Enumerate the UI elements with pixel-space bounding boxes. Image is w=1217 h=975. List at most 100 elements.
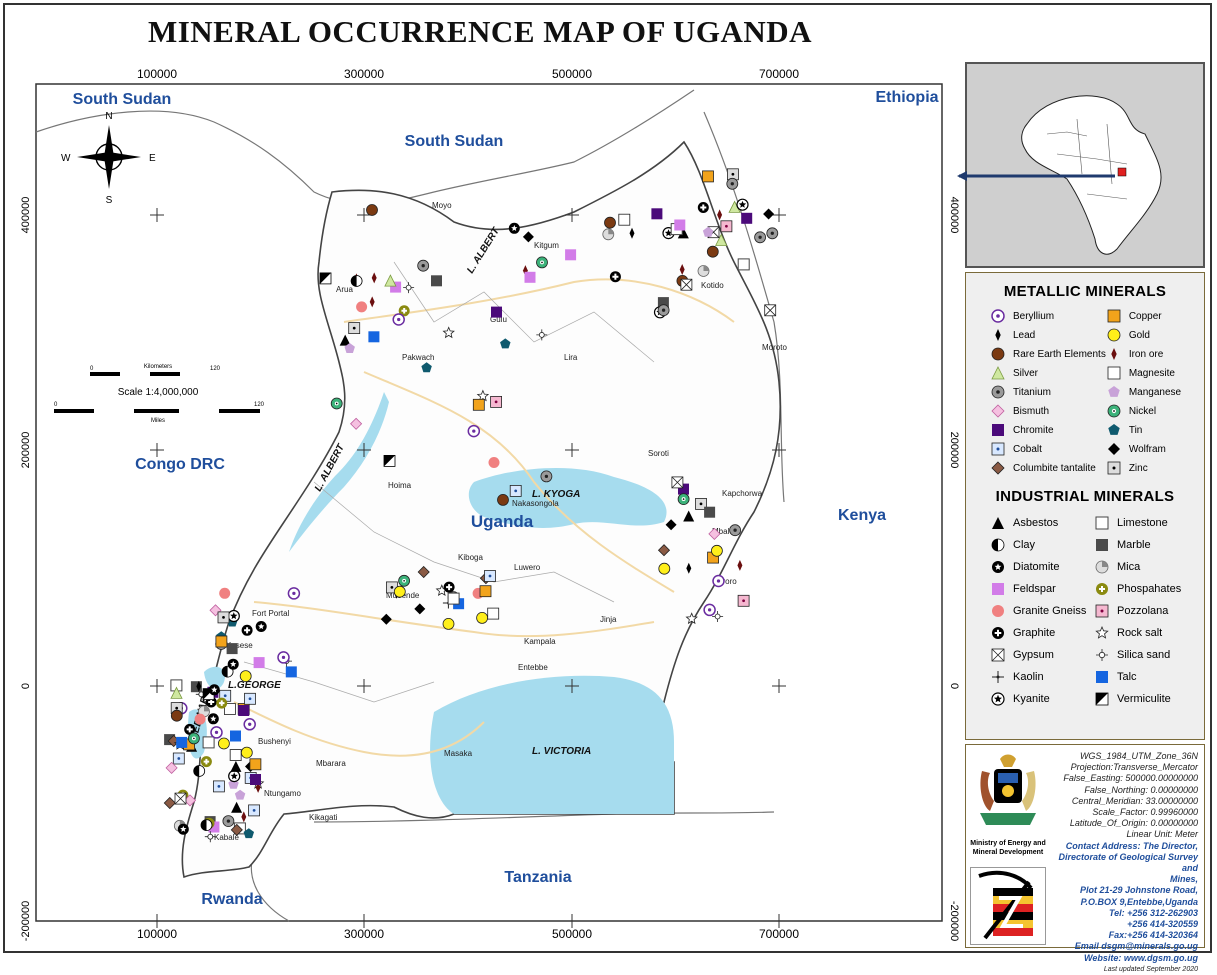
circle-yellow-icon xyxy=(711,544,723,557)
legend-item: Magnesite xyxy=(1106,365,1198,381)
legend-item: Nickel xyxy=(1106,403,1198,419)
legend-label: Bismuth xyxy=(1013,405,1050,417)
pentagon-lilac-icon xyxy=(234,789,246,800)
legend-label: Kyanite xyxy=(1013,692,1050,705)
legend-label: Cobalt xyxy=(1013,443,1042,455)
legend-item: Talc xyxy=(1094,667,1198,686)
legend-label: Phospahates xyxy=(1117,582,1182,595)
info-line: False_Northing: 0.00000000 xyxy=(1084,784,1198,795)
svg-text:Luwero: Luwero xyxy=(514,563,541,572)
circle-gray-dot-icon xyxy=(729,524,741,537)
square-dot-blue-icon xyxy=(509,484,522,497)
square-violet-icon xyxy=(674,219,686,231)
square-violet-icon xyxy=(253,657,265,669)
triangle-black-icon xyxy=(230,760,242,772)
circle-star-black-icon xyxy=(991,691,1005,706)
circle-green-dot-icon xyxy=(187,732,200,745)
contact-line: +256 414-320559 xyxy=(1127,919,1198,930)
square-diagonal-icon xyxy=(1095,692,1109,705)
circle-quarter-icon xyxy=(1095,560,1109,573)
svg-text:Lira: Lira xyxy=(564,353,578,362)
diamond-darkred-icon xyxy=(522,265,528,277)
square-darkgray-icon xyxy=(704,506,716,518)
diamond-brown-icon xyxy=(991,461,1005,475)
square-white-icon xyxy=(1107,366,1121,380)
svg-text:Fort Portal: Fort Portal xyxy=(252,609,290,618)
legend-item: Diatomite xyxy=(990,557,1094,576)
grid-label-right: 400000 xyxy=(948,197,960,234)
diamond-black-small-icon xyxy=(995,329,1001,341)
legend-label: Graphite xyxy=(1013,626,1056,639)
legend-item: Feldspar xyxy=(990,579,1094,598)
legend-item: Cobalt xyxy=(990,441,1106,457)
legend-item: Manganese xyxy=(1106,384,1198,400)
svg-text:Nakasongola: Nakasongola xyxy=(512,499,559,508)
info-panel: Ministry of Energy and Mineral Developme… xyxy=(965,744,1205,973)
contact-line: Plot 21-29 Johnstone Road, xyxy=(1079,885,1198,896)
legend-label: Tin xyxy=(1128,424,1143,436)
circle-green-dot-icon xyxy=(330,397,343,410)
square-blue-icon xyxy=(230,730,241,742)
square-dot-blue-icon xyxy=(172,752,185,765)
map-svg: 100000 300000 500000 700000 100000 30000… xyxy=(20,67,960,941)
pentagon-teal-icon xyxy=(243,828,255,839)
circle-salmon-icon xyxy=(488,457,500,468)
diamond-darkred-icon xyxy=(679,264,685,275)
legend-label: Iron ore xyxy=(1128,348,1164,360)
triangle-black-icon xyxy=(231,801,243,813)
legend-label: Chromite xyxy=(1013,424,1054,436)
circle-dot-purple-icon xyxy=(210,726,223,739)
pentagon-teal-icon xyxy=(500,338,511,349)
circle-green-dot-icon xyxy=(398,574,411,587)
circle-gray-dot-icon xyxy=(540,470,553,483)
svg-text:Pakwach: Pakwach xyxy=(402,353,434,362)
svg-text:Scale 1:4,000,000: Scale 1:4,000,000 xyxy=(118,387,199,398)
diamond-brown-icon xyxy=(163,796,176,810)
square-orange-icon xyxy=(472,398,485,411)
circle-cross-black-icon xyxy=(992,626,1004,639)
square-white-icon xyxy=(487,607,500,620)
circle-brown-icon xyxy=(991,347,1005,361)
legend-item: Titanium xyxy=(990,384,1106,400)
circle-dot-purple-icon xyxy=(392,313,405,326)
uganda-highlight xyxy=(1117,167,1127,177)
contact-line: Mines, xyxy=(1169,874,1198,885)
square-darkgray-icon xyxy=(431,275,442,287)
square-darkgray-icon xyxy=(657,297,669,309)
circle-green-dot-icon xyxy=(1107,404,1121,418)
square-purple-icon xyxy=(741,212,753,224)
diamond-black-small-icon xyxy=(196,680,202,692)
circle-dot-purple-icon xyxy=(991,309,1005,323)
square-darkgray-icon xyxy=(1096,538,1108,551)
square-violet-icon xyxy=(565,249,577,261)
label-uganda: Uganda xyxy=(471,512,534,531)
svg-text:Moroto: Moroto xyxy=(762,343,787,352)
svg-text:L. KYOGA: L. KYOGA xyxy=(532,489,580,500)
legend-label: Rock salt xyxy=(1117,626,1163,639)
label-south-sudan: South Sudan xyxy=(405,133,504,150)
circle-brown-icon xyxy=(604,216,616,229)
diamond-pink-icon xyxy=(708,527,721,540)
legend-label: Vermiculite xyxy=(1117,692,1171,705)
inset-africa-map xyxy=(965,62,1205,268)
grid-label-left: 0 xyxy=(20,683,32,689)
circle-quarter-icon xyxy=(602,228,615,241)
circle-cross-black-icon xyxy=(184,723,196,735)
square-purple-icon xyxy=(491,306,502,318)
circle-dot-purple-icon xyxy=(243,718,256,731)
legend-item: Silver xyxy=(990,365,1106,381)
grid-label-left: 400000 xyxy=(20,197,32,234)
square-x-icon xyxy=(680,278,693,291)
info-line: Scale_Factor: 0.99960000 xyxy=(1092,807,1198,818)
legend-item: Phospahates xyxy=(1094,579,1198,598)
legend-item: Silica sand xyxy=(1094,645,1198,664)
square-outline-icon xyxy=(447,592,460,605)
town-labels: Moyo Kitgum Kotido Gulu Pakwach Lira Mor… xyxy=(214,201,787,842)
legend-item: Mica xyxy=(1094,557,1198,576)
legend-label: Marble xyxy=(1117,538,1151,551)
square-outline-icon xyxy=(229,749,242,761)
square-dot-blue-icon xyxy=(244,692,256,705)
mineral-occurrence-symbols xyxy=(163,168,779,843)
grid-crosses xyxy=(150,208,786,928)
square-diagonal-icon xyxy=(319,272,332,285)
